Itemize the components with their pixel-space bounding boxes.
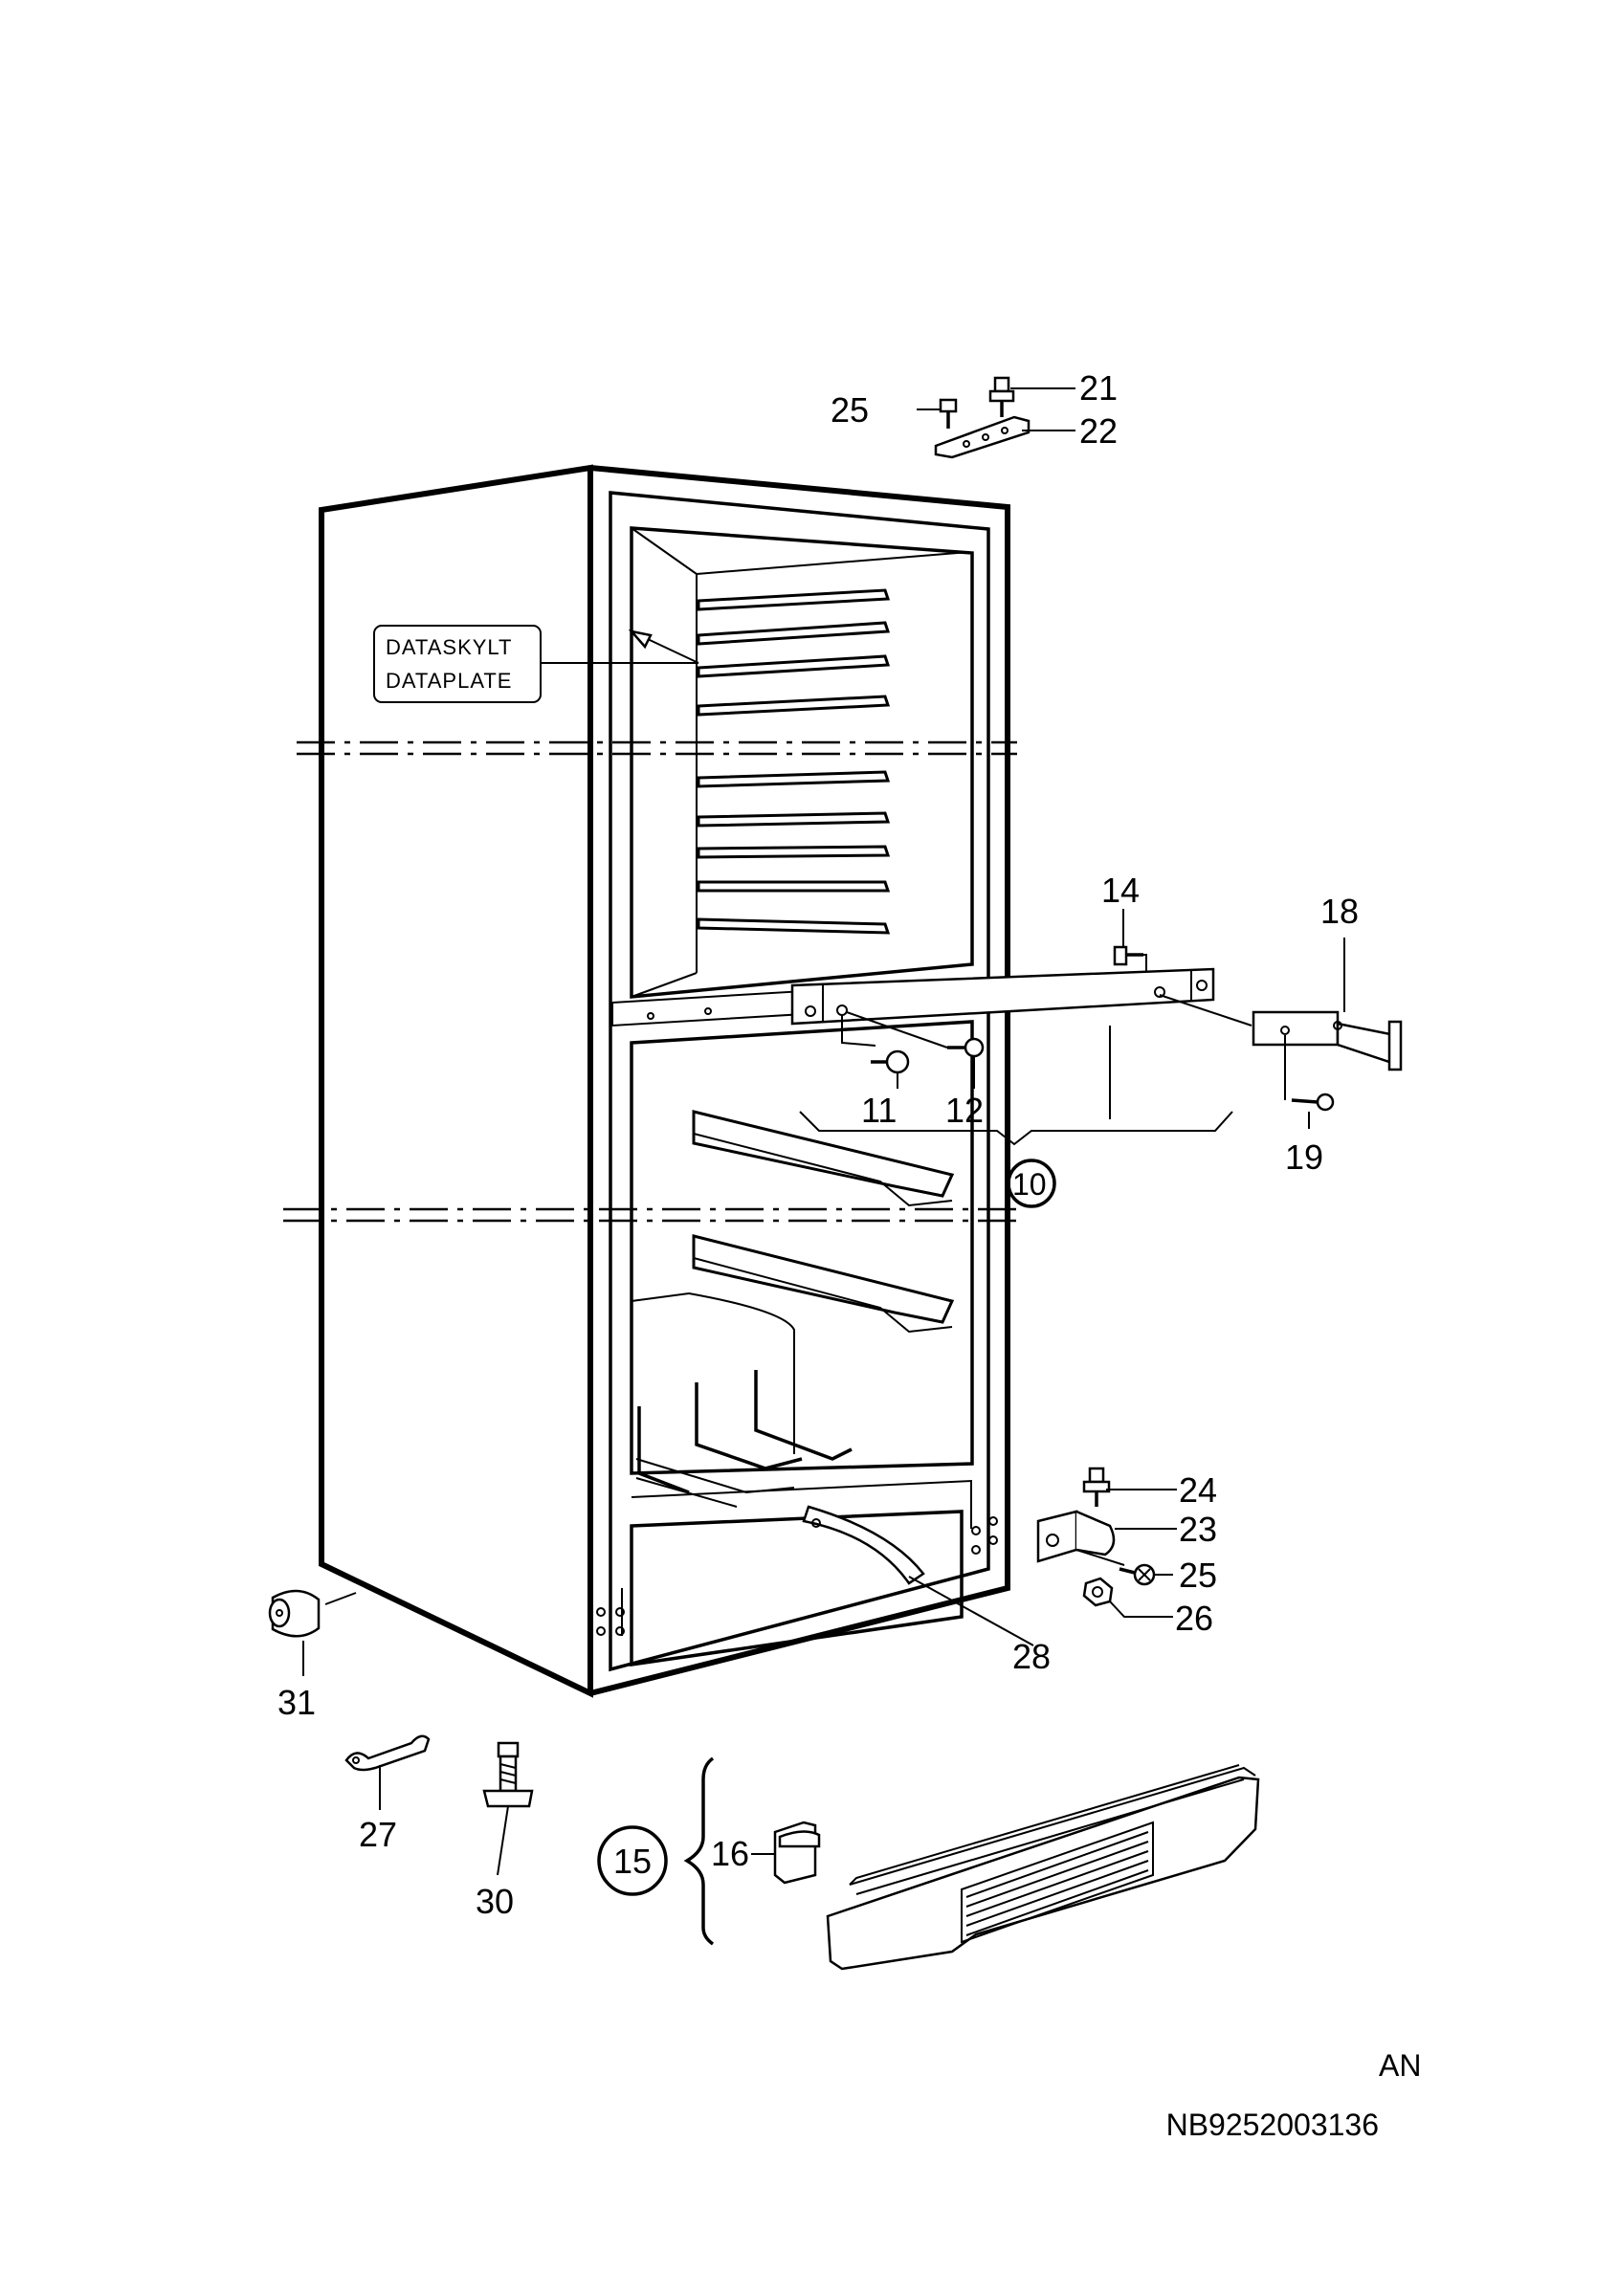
middle-hinge-group [790,909,1403,1208]
callout-11: 11 [861,1091,897,1130]
callout-24: 24 [1179,1470,1217,1510]
kick-plate [826,1776,1260,1971]
group-brace [683,1756,715,1946]
callout-10: 10 [1012,1167,1047,1202]
nut-26 [1082,1577,1114,1607]
callout-16: 16 [711,1834,749,1873]
top-hinge-group [917,376,1075,459]
variant-code: AN [1379,2048,1421,2083]
callout-23: 23 [1179,1510,1217,1549]
fridge-compartment [630,1020,974,1475]
callout-30: 30 [476,1882,514,1921]
callout-31: 31 [277,1683,316,1722]
callout-21: 21 [1079,368,1118,408]
foot-31 [268,1589,357,1676]
callout-25-top: 25 [831,390,869,430]
screw-12 [947,1037,985,1058]
freezer-shelf-rails [697,588,891,935]
kickplate-group [597,1756,1260,1971]
glass-shelf-supports [635,1370,853,1508]
kick-plate-grille [961,1821,1154,1944]
callout-14: 14 [1101,871,1140,910]
callout-27: 27 [359,1815,397,1854]
top-hinge-screw [939,398,958,429]
callout-28: 28 [1012,1637,1051,1676]
group-callout-15 [597,1825,668,1896]
callout-18: 18 [1320,892,1359,931]
pin-24 [1082,1467,1111,1507]
drain-channel [802,1505,925,1585]
callout-12: 12 [945,1091,984,1130]
spanner-27 [344,1734,431,1810]
hinge-18 [1252,1010,1403,1071]
screw-25-lower [1119,1563,1156,1586]
document-number: NB9252003136 [1166,2108,1379,2142]
screw-11 [871,1049,910,1074]
freezer-compartment [630,526,974,999]
callout-15: 15 [613,1842,652,1881]
data-plate: DATASKYLT DATAPLATE [373,625,699,703]
callout-19: 19 [1285,1137,1323,1177]
bracket-10 [799,1111,1233,1146]
lower-compartment [630,1510,964,1667]
clip-16 [751,1821,821,1885]
group-callout-10 [1007,1159,1056,1208]
top-hinge-pin [988,376,1015,417]
leveling-foot-30 [482,1741,534,1876]
data-plate-line2: DATAPLATE [386,669,512,693]
screw-14 [1113,945,1147,971]
callout-26: 26 [1175,1599,1213,1638]
callout-25-bottom: 25 [1179,1556,1217,1595]
hinge-bar [790,967,1215,1026]
data-plate-line1: DATASKYLT [386,635,512,659]
screw-19 [1291,1093,1335,1112]
cabinet [319,464,1010,1698]
door-shelf-rails [692,1110,955,1334]
lower-hinge-group [1036,1467,1177,1618]
callout-22: 22 [1079,411,1118,451]
